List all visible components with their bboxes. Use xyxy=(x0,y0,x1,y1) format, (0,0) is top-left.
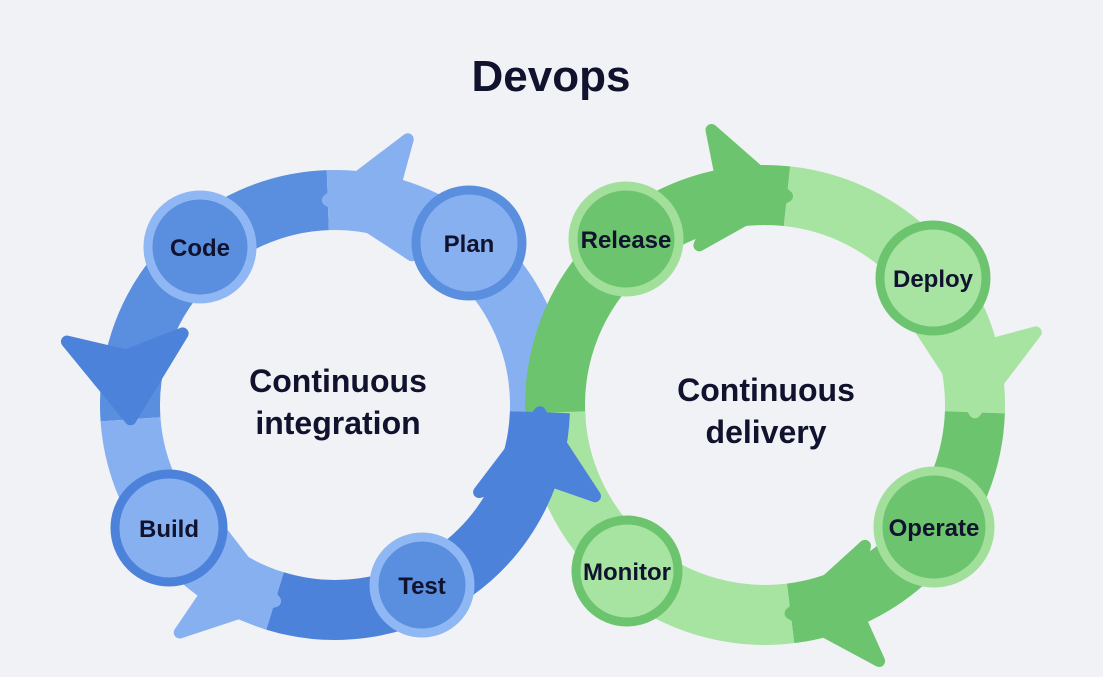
node-operate: Operate xyxy=(873,466,995,588)
ci-loop-title: Continuous integration xyxy=(249,363,427,441)
ci-arrow-down-icon xyxy=(60,327,189,426)
ci-arrow-right-icon xyxy=(173,515,282,639)
node-deploy-label: Deploy xyxy=(893,266,974,293)
cd-arrow-right-icon xyxy=(693,123,793,252)
node-monitor: Monitor xyxy=(571,515,683,627)
cd-loop-title-line1: Continuous xyxy=(677,372,855,408)
node-deploy-circle xyxy=(875,220,991,336)
node-plan-label: Plan xyxy=(444,231,495,258)
ci-arrow-left-icon xyxy=(321,133,418,262)
node-test-label: Test xyxy=(398,573,446,600)
node-plan-circle xyxy=(411,185,527,301)
page-title: Devops xyxy=(472,52,631,101)
node-code-circle xyxy=(143,190,257,304)
node-monitor-circle xyxy=(571,515,683,627)
cd-arrow-down-icon xyxy=(913,322,1042,419)
cd-arrow-left-icon xyxy=(784,539,886,667)
node-operate-circle xyxy=(873,466,995,588)
cd-loop-title-line2: delivery xyxy=(706,414,827,450)
cd-loop-title: Continuous delivery xyxy=(677,372,855,450)
node-code: Code xyxy=(143,190,257,304)
node-plan: Plan xyxy=(411,185,527,301)
node-deploy: Deploy xyxy=(875,220,991,336)
ci-loop-title-line2: integration xyxy=(255,405,420,441)
node-code-label: Code xyxy=(170,235,230,262)
node-build-circle xyxy=(110,469,228,587)
node-build: Build xyxy=(110,469,228,587)
ci-loop-title-line1: Continuous xyxy=(249,363,427,399)
node-monitor-label: Monitor xyxy=(583,559,671,586)
node-test: Test xyxy=(369,532,475,638)
node-test-circle xyxy=(369,532,475,638)
node-release: Release xyxy=(568,181,684,297)
node-build-label: Build xyxy=(139,516,199,543)
ci-arrow-up-icon xyxy=(473,406,602,503)
node-operate-label: Operate xyxy=(889,515,980,542)
node-release-circle xyxy=(568,181,684,297)
node-release-label: Release xyxy=(581,227,672,254)
